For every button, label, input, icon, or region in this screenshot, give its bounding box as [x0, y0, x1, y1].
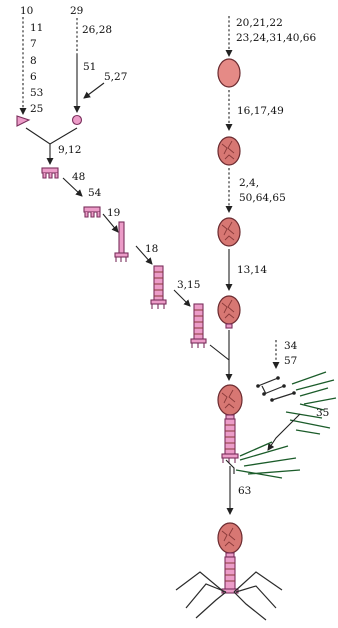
- gene-label-51: 51: [83, 61, 96, 73]
- gene-label-63: 63: [238, 485, 251, 497]
- baseplate-join: 9,12: [25, 127, 81, 179]
- join-arrow: [209, 344, 233, 381]
- gene-label-54: 54: [88, 187, 102, 199]
- head-assembly-column: 20,21,22 23,24,31,40,66 16,17,49 2,4, 50…: [217, 16, 316, 329]
- head-genes-50-64-65: 50,64,65: [239, 192, 286, 204]
- head-genes-line2: 23,24,31,40,66: [236, 32, 316, 44]
- gene-label-6: 6: [30, 71, 37, 83]
- gene-label-25: 25: [30, 103, 43, 115]
- gene-label-5-27: 5,27: [104, 71, 127, 83]
- gene-label-53: 53: [30, 87, 43, 99]
- join-lines: [25, 127, 78, 145]
- gene-label-29: 29: [70, 5, 83, 17]
- prohead-icon: [217, 58, 241, 88]
- tail-assembly-steps: 48 54 19 18 3,15: [62, 171, 207, 348]
- head-genes-line1: 20,21,22: [236, 17, 283, 29]
- fiber-segments-icon: [256, 376, 296, 402]
- baseplate-stage2-icon: [83, 206, 101, 218]
- gene-label-11: 11: [30, 22, 43, 34]
- head-genes-13-14: 13,14: [237, 264, 267, 276]
- tail-fiber-pathway: 34 57 35: [256, 340, 337, 451]
- gene-label-48: 48: [72, 171, 85, 183]
- wedge-icon: [16, 115, 31, 127]
- fiber-attachment: 63: [225, 441, 301, 515]
- hub-icon: [71, 114, 83, 126]
- gene-label-10: 10: [20, 5, 33, 17]
- gene-label-19: 19: [107, 207, 120, 219]
- filled-head-icon: [217, 295, 241, 329]
- tube-stage-icon: [114, 221, 129, 262]
- completed-tail-icon: [190, 303, 207, 348]
- gene-label-7: 7: [30, 38, 37, 50]
- tail-step-arrow-3: [135, 245, 153, 265]
- assembled-fibers-icon: [285, 371, 337, 435]
- head-genes-2-4: 2,4,: [239, 177, 259, 189]
- baseplate-icon: [41, 167, 59, 179]
- sheath-stage-icon: [150, 265, 167, 309]
- head-genes-16-17-49: 16,17,49: [237, 105, 284, 117]
- head-stage2-icon: [217, 136, 241, 166]
- gene-label-9-12: 9,12: [58, 144, 81, 156]
- gene-label-18: 18: [145, 243, 158, 255]
- fiber-genes-34: 34: [284, 340, 298, 352]
- hub-join-arrow: [83, 82, 105, 99]
- gene-label-3-15: 3,15: [177, 279, 200, 291]
- fiber-genes-57: 57: [284, 355, 297, 367]
- gene-label-26-28: 26,28: [82, 24, 112, 36]
- head-stage3-icon: [217, 217, 241, 247]
- baseplate-gene-column: 10 11 7 8 6 53 25: [16, 5, 43, 127]
- tail-step-arrow-1: [62, 177, 83, 197]
- complete-phage-icon: [175, 522, 283, 621]
- fiber-join-arrow: [267, 413, 301, 451]
- fiber-genes-35: 35: [316, 407, 329, 419]
- hub-column: 29 26,28 51 5,27: [70, 5, 127, 126]
- gene-label-8: 8: [30, 55, 37, 67]
- head-tail-join: [209, 330, 233, 381]
- tail-step-arrow-4: [173, 289, 191, 307]
- attach-line: [225, 459, 235, 474]
- tail-step-arrow-2: [102, 213, 119, 233]
- phage-without-fibers-icon: [217, 384, 243, 463]
